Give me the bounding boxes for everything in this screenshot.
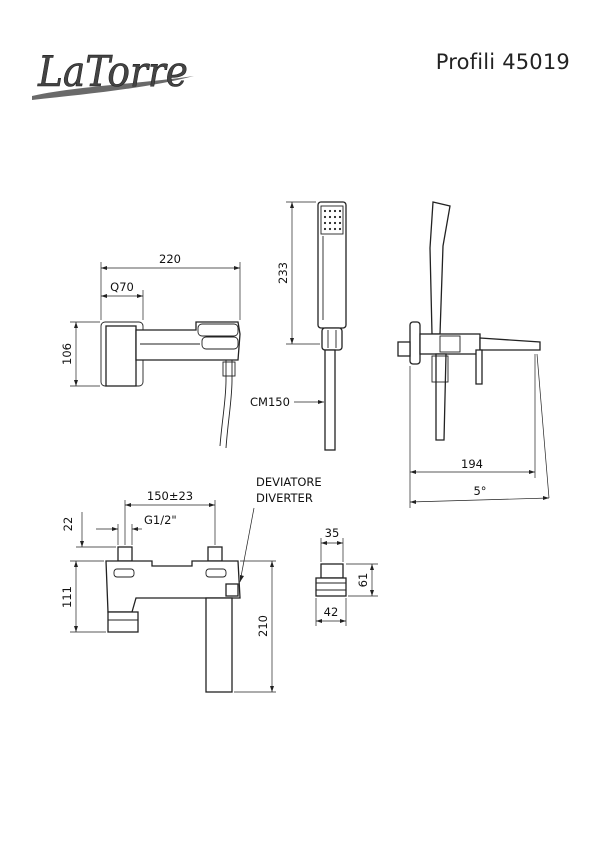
side-depth-label: 194 <box>461 457 483 471</box>
shower-height-label: 233 <box>276 262 290 284</box>
hand-shower-view: 233 CM150 <box>250 201 347 451</box>
shower-hose <box>324 349 336 451</box>
hose-length-label: CM150 <box>250 395 290 409</box>
knob-view: 35 61 42 <box>315 526 378 626</box>
side-body <box>419 333 481 355</box>
front-outlet-slot <box>201 336 239 350</box>
latorre-logo: LaTorre <box>32 47 194 100</box>
side-hose <box>435 353 447 441</box>
front-outlet <box>197 323 239 337</box>
side-angle-label: 5° <box>473 484 486 498</box>
side-spout <box>479 337 541 351</box>
front-view: 220 Q70 106 <box>60 252 241 449</box>
logo-swoosh <box>32 76 194 100</box>
knob-height-label: 61 <box>356 573 370 588</box>
thread-label: G1/2" <box>144 513 177 527</box>
side-wall-plate <box>409 321 421 365</box>
shower-nozzles <box>323 209 342 231</box>
centers-label: 150±23 <box>147 489 193 503</box>
knob-top <box>320 563 344 579</box>
offset-label: 22 <box>61 517 75 532</box>
body-height-label: 111 <box>60 586 74 608</box>
shower-connector <box>321 327 343 351</box>
right-connector <box>207 546 223 562</box>
side-hand-shower <box>429 201 451 335</box>
front-lever <box>105 325 137 387</box>
diverter-label-it: DEVIATORE <box>256 475 322 489</box>
knob-bottom <box>315 577 347 597</box>
diverter-label-en: DIVERTER <box>256 491 313 505</box>
top-lever <box>107 611 139 633</box>
total-height-label: 210 <box>256 615 270 637</box>
front-body <box>135 321 241 361</box>
logo-text: LaTorre <box>37 47 188 96</box>
knob-bottom-width-label: 42 <box>324 605 339 619</box>
left-connector <box>117 546 133 562</box>
front-width-label: 220 <box>159 252 181 266</box>
diverter-knob <box>225 583 239 597</box>
top-spout <box>205 597 233 693</box>
front-plate-label: Q70 <box>110 280 134 294</box>
front-hose <box>219 360 227 447</box>
front-height-label: 106 <box>60 343 74 365</box>
product-code: Profili 45019 <box>435 50 570 74</box>
knob-top-width-label: 35 <box>325 526 340 540</box>
shower-head <box>317 201 347 329</box>
top-view: 150±23 G1/2" 22 111 210 DEVIATORE DIVERT… <box>60 475 322 693</box>
side-lever <box>475 349 483 385</box>
side-view: 194 5° <box>397 201 550 508</box>
